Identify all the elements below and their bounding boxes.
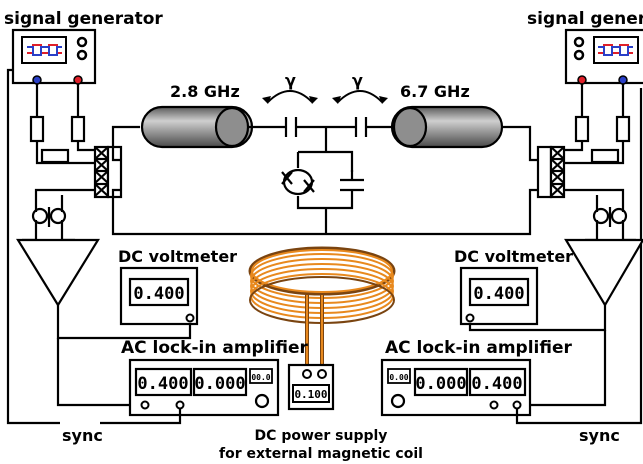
left-voltmeter-reading: 0.400 [133,284,184,304]
left-lockin-reading-2: 0.000 [194,374,245,394]
right-lockin-amplifier: AC lock-in amplifier 0.00 0.000 0.400 [380,338,572,425]
signal-input-port-icon[interactable] [140,400,150,410]
resistor [40,148,70,164]
right-cable: 6.7 GHz [366,82,538,162]
terminal-icon[interactable] [317,369,327,379]
right-cable-label: 6.7 GHz [400,82,470,101]
resistor [70,115,86,143]
left-signal-generator: signal generator [4,9,163,85]
dc-supply-label-line2: for external magnetic coil [219,446,423,462]
shunt-capacitor-icon [340,178,364,192]
right-transformer [564,188,636,242]
right-lockin-reading-small: 0.00 [389,373,408,382]
sync-right-label: sync [579,426,620,445]
knob-icon[interactable] [573,49,585,61]
dc-supply-reading: 0.100 [294,388,327,401]
left-voltmeter-label: DC voltmeter [118,247,237,266]
red-output-port-icon[interactable] [577,75,587,85]
input-port-icon[interactable] [465,313,475,323]
blue-output-port-icon[interactable] [618,75,628,85]
reference-input-port-icon[interactable] [175,400,185,410]
left-generator-label: signal generator [4,9,163,29]
magnetic-coil-icon [248,246,396,373]
right-bias-network [560,84,643,425]
right-lockin-reading-1: 0.000 [415,374,466,394]
left-amplifier-icon [16,238,100,308]
left-bias-tee [93,145,123,199]
right-gamma-label: γ [352,71,363,90]
right-voltmeter-reading: 0.400 [473,284,524,304]
square-wave-blue-icon [27,46,62,56]
resistor [574,115,590,143]
left-cable: 2.8 GHz [111,82,286,162]
sync-left-label: sync [62,426,103,445]
input-port-icon[interactable] [185,313,195,323]
left-cable-label: 2.8 GHz [170,82,240,101]
signal-input-port-icon[interactable] [489,400,499,410]
red-output-port-icon[interactable] [73,75,83,85]
left-lockin-reading-1: 0.400 [137,374,188,394]
right-dc-voltmeter: DC voltmeter 0.400 [454,247,573,326]
right-lockin-reading-2: 0.400 [471,374,522,394]
dc-power-supply: 0.100 DC power supply for external magne… [219,363,423,462]
left-generator-screen [21,36,67,64]
knob-icon[interactable] [254,393,270,409]
left-dc-voltmeter: DC voltmeter 0.400 [118,247,237,326]
square-wave-blue-icon [598,46,633,56]
left-amp-to-lockin-wire [56,338,145,407]
reference-input-port-icon[interactable] [512,400,522,410]
right-generator-label: signal generato [527,9,643,29]
left-gamma-label: γ [285,71,296,90]
left-bias-network [6,68,95,425]
right-lockin-label: AC lock-in amplifier [385,338,572,358]
right-signal-generator: signal generato [527,9,643,85]
left-lockin-amplifier: AC lock-in amplifier 0.400 0.000 00.0 [100,338,308,425]
resistor [590,148,620,164]
left-amp-to-voltmeter-wire [56,305,192,340]
right-bias-tee [536,145,566,199]
coupling-capacitors: γ γ [262,71,388,137]
left-lockin-reading-small: 00.0 [251,373,270,382]
blue-output-port-icon[interactable] [32,75,42,85]
josephson-junction-circuit [111,127,538,236]
resistor [29,115,45,143]
knob-icon[interactable] [76,36,88,48]
right-voltmeter-label: DC voltmeter [454,247,573,266]
knob-icon[interactable] [390,393,406,409]
right-amplifier-icon [564,238,643,308]
knob-icon[interactable] [76,49,88,61]
knob-icon[interactable] [573,36,585,48]
dc-supply-label-line1: DC power supply [255,428,388,444]
squid-loop-icon [282,168,314,196]
right-generator-screen [593,36,639,64]
left-lockin-label: AC lock-in amplifier [121,338,308,358]
left-transformer [22,188,95,242]
terminal-icon[interactable] [302,369,312,379]
resistor [615,115,631,143]
